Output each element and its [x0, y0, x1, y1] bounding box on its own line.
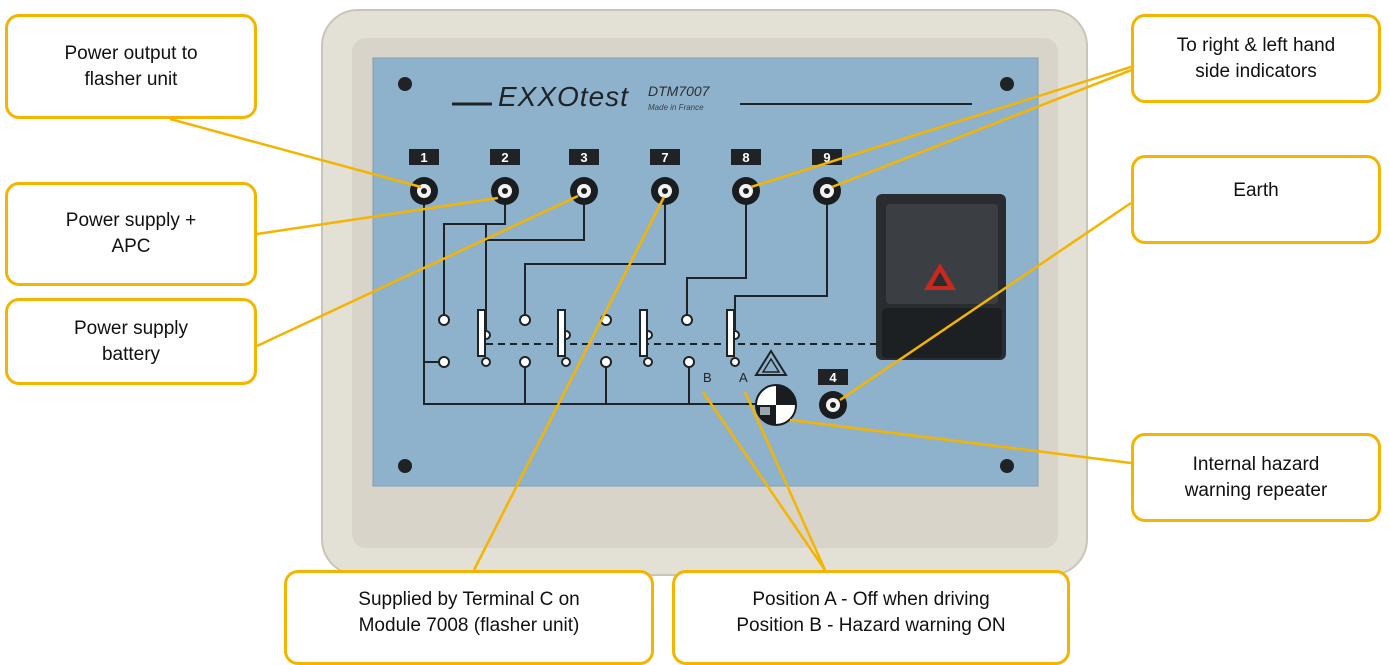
node [600, 356, 612, 368]
callout-power-output: Power output to flasher unit [5, 14, 257, 119]
screw-top-left [398, 77, 412, 91]
terminal-label-bg [818, 369, 848, 385]
callout-indicators: To right & left hand side indicators [1131, 14, 1381, 103]
switch-blade [477, 309, 486, 357]
node [438, 314, 450, 326]
wire-terminal-7 [524, 204, 666, 316]
terminal-label-bg [409, 149, 439, 165]
callout-switch-positions: Position A - Off when driving Position B… [672, 570, 1070, 665]
callout-hazard-repeater: Internal hazard warning repeater [1131, 433, 1381, 522]
callout-terminal-c: Supplied by Terminal C on Module 7008 (f… [284, 570, 654, 665]
terminal-sockets [410, 177, 847, 419]
position-label-b: B [703, 370, 712, 385]
node [643, 357, 653, 367]
leader-position-a [743, 391, 827, 571]
wire-terminal-2 [443, 204, 506, 316]
brand-logo: EXXOtest [498, 81, 629, 112]
switch-blade [726, 309, 735, 357]
node [519, 356, 531, 368]
terminal-label-4: 4 [829, 370, 837, 385]
socket-hole [830, 402, 836, 408]
terminal-label-bg [490, 149, 520, 165]
made-in-label: Made in France [648, 103, 704, 112]
model-label: DTM7007 [648, 83, 711, 99]
socket-hole [421, 188, 427, 194]
wire-terminal-1 [423, 204, 689, 405]
hazard-triangle-icon [924, 263, 956, 290]
leader-indicators-8 [750, 51, 1176, 189]
hazard-switch[interactable] [876, 194, 1006, 360]
socket-hole [743, 188, 749, 194]
switch-blade [557, 309, 566, 357]
node [683, 356, 695, 368]
leader-apc [256, 196, 499, 236]
leader-earth [839, 201, 1132, 402]
terminal-label-1: 1 [420, 150, 427, 165]
circuit-wiring [423, 204, 828, 405]
terminal-label-bg [731, 149, 761, 165]
socket-hole [824, 188, 830, 194]
node [730, 357, 740, 367]
socket-hole [502, 188, 508, 194]
node [519, 314, 531, 326]
wire-terminal-8 [686, 204, 747, 316]
terminal-label-3: 3 [580, 150, 587, 165]
leader-lines [169, 51, 1176, 571]
callout-earth: Earth [1131, 155, 1381, 244]
switch-blade [639, 309, 648, 357]
screw-bottom-right [1000, 459, 1014, 473]
node [481, 357, 491, 367]
terminal-labels: 1 2 3 7 8 9 4 [409, 149, 848, 385]
screw-bottom-left [398, 459, 412, 473]
socket-hole [581, 188, 587, 194]
node [438, 356, 450, 368]
terminal-label-bg [650, 149, 680, 165]
terminal-label-7: 7 [661, 150, 668, 165]
terminal-label-9: 9 [823, 150, 830, 165]
callout-power-supply-apc: Power supply + APC [5, 182, 257, 286]
screw-top-right [1000, 77, 1014, 91]
position-label-a: A [739, 370, 748, 385]
switch-blades [477, 309, 735, 357]
wire-bottom-nodes [424, 361, 690, 404]
callout-power-supply-battery: Power supply battery [5, 298, 257, 385]
leader-repeater [789, 418, 1132, 465]
leader-power-output [169, 117, 422, 189]
leader-position-b [701, 391, 827, 571]
repeater-lamp-icon [755, 384, 797, 426]
hazard-symbol-icon [754, 349, 788, 376]
terminal-label-bg [569, 149, 599, 165]
terminal-label-2: 2 [501, 150, 508, 165]
node [561, 357, 571, 367]
leader-terminal-c [472, 196, 666, 571]
terminal-label-8: 8 [742, 150, 749, 165]
socket-hole [662, 188, 668, 194]
wire-terminal-3 [486, 204, 585, 241]
leader-indicators-9 [831, 51, 1176, 189]
node [681, 314, 693, 326]
leader-battery [256, 194, 579, 348]
